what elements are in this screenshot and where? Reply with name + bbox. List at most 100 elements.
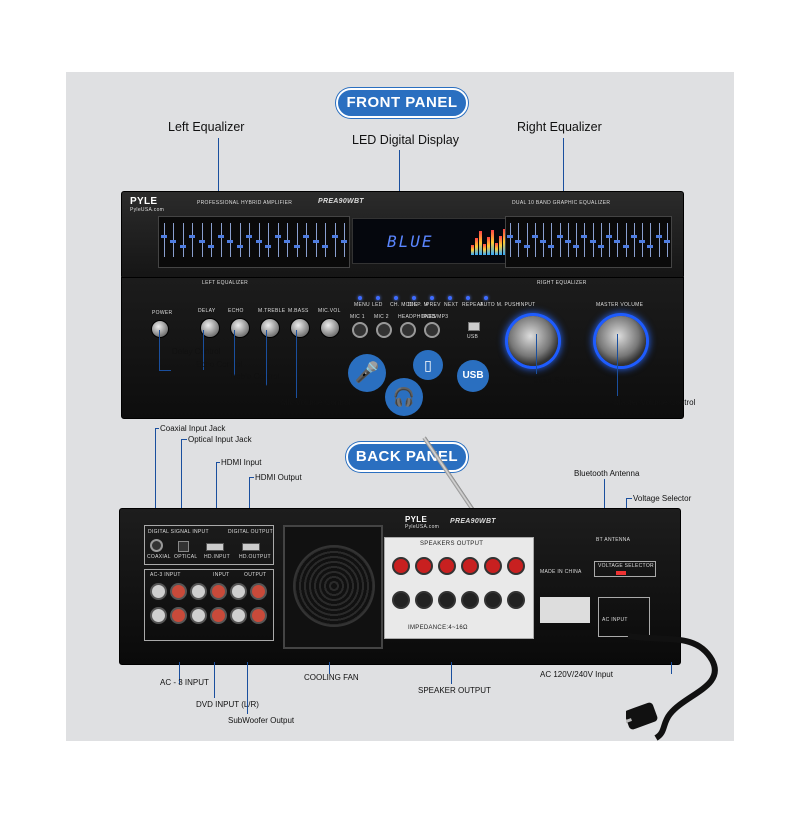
rca-jack[interactable] <box>190 607 207 624</box>
knob-label: M.BASS <box>288 308 309 314</box>
leader-line <box>181 439 187 440</box>
eq-slider-handle[interactable] <box>523 245 530 248</box>
speaker-binding-post[interactable] <box>415 591 433 609</box>
power-button[interactable] <box>151 320 169 338</box>
front-input-jack[interactable] <box>424 322 440 338</box>
rca-jack[interactable] <box>170 583 187 600</box>
eq-slider-handle[interactable] <box>589 240 596 243</box>
function-led-button[interactable] <box>448 296 452 300</box>
effect-knob[interactable] <box>320 318 340 338</box>
eq-slider-handle[interactable] <box>507 235 514 238</box>
eq-slider-handle[interactable] <box>293 245 300 248</box>
eq-slider-handle[interactable] <box>198 240 205 243</box>
speaker-binding-post[interactable] <box>461 557 479 575</box>
function-led-button[interactable] <box>412 296 416 300</box>
function-led-button[interactable] <box>484 296 488 300</box>
coaxial-jack[interactable] <box>150 539 163 552</box>
rca-jack[interactable] <box>190 583 207 600</box>
eq-slider-handle[interactable] <box>217 235 224 238</box>
rca-jack[interactable] <box>250 583 267 600</box>
function-led-button[interactable] <box>394 296 398 300</box>
front-input-jack[interactable] <box>352 322 368 338</box>
front-input-jack[interactable] <box>376 322 392 338</box>
eq-slider-handle[interactable] <box>573 245 580 248</box>
rca-jack[interactable] <box>230 607 247 624</box>
front-input-jack[interactable] <box>400 322 416 338</box>
eq-slider-handle[interactable] <box>548 245 555 248</box>
speaker-binding-post[interactable] <box>461 591 479 609</box>
eq-slider-handle[interactable] <box>597 245 604 248</box>
eq-slider-handle[interactable] <box>179 245 186 248</box>
eq-slider-handle[interactable] <box>531 235 538 238</box>
effect-knob[interactable] <box>200 318 220 338</box>
input-selector-knob[interactable] <box>508 316 558 366</box>
rca-jack[interactable] <box>170 607 187 624</box>
jack-label: MIC 1 <box>350 314 365 320</box>
eq-slider-handle[interactable] <box>655 235 662 238</box>
eq-slider-handle[interactable] <box>274 235 281 238</box>
optical-jack[interactable] <box>178 541 189 552</box>
master-volume-knob[interactable] <box>596 316 646 366</box>
hdmi-input-port[interactable] <box>206 543 224 551</box>
voltage-switch[interactable] <box>616 571 626 575</box>
eq-slider-handle[interactable] <box>189 235 196 238</box>
eq-slider-handle[interactable] <box>303 235 310 238</box>
rca-jack[interactable] <box>150 607 167 624</box>
eq-slider-handle[interactable] <box>581 235 588 238</box>
effect-knob[interactable] <box>230 318 250 338</box>
eq-slider-handle[interactable] <box>227 240 234 243</box>
ac3-input-label: AC-3 INPUT <box>150 572 181 578</box>
eq-slider-handle[interactable] <box>255 240 262 243</box>
function-led-button[interactable] <box>376 296 380 300</box>
eq-slider-handle[interactable] <box>614 240 621 243</box>
eq-slider-handle[interactable] <box>284 240 291 243</box>
rca-jack[interactable] <box>250 607 267 624</box>
eq-slider-track <box>163 223 165 257</box>
eq-slider-handle[interactable] <box>331 235 338 238</box>
function-led-button[interactable] <box>430 296 434 300</box>
ac-input-socket[interactable] <box>598 597 650 637</box>
rca-jack[interactable] <box>230 583 247 600</box>
eq-slider-handle[interactable] <box>246 235 253 238</box>
eq-slider-handle[interactable] <box>630 235 637 238</box>
speaker-binding-post[interactable] <box>438 557 456 575</box>
eq-slider-handle[interactable] <box>556 235 563 238</box>
rca-jack[interactable] <box>150 583 167 600</box>
eq-slider-handle[interactable] <box>540 240 547 243</box>
speaker-binding-post[interactable] <box>484 557 502 575</box>
speaker-binding-post[interactable] <box>438 591 456 609</box>
speaker-binding-post[interactable] <box>507 557 525 575</box>
eq-slider-handle[interactable] <box>606 235 613 238</box>
usb-drive-icon: USB <box>457 360 489 392</box>
speaker-binding-post[interactable] <box>392 591 410 609</box>
rca-jack[interactable] <box>210 583 227 600</box>
eq-slider-handle[interactable] <box>170 240 177 243</box>
eq-slider-handle[interactable] <box>265 245 272 248</box>
speaker-binding-post[interactable] <box>392 557 410 575</box>
speaker-binding-post[interactable] <box>507 591 525 609</box>
eq-slider-handle[interactable] <box>564 240 571 243</box>
function-button-label: CH. MODE <box>390 302 418 308</box>
speaker-binding-post[interactable] <box>415 557 433 575</box>
eq-slider-handle[interactable] <box>208 245 215 248</box>
eq-slider-handle[interactable] <box>639 240 646 243</box>
eq-slider-handle[interactable] <box>312 240 319 243</box>
eq-slider-handle[interactable] <box>236 245 243 248</box>
effect-knob[interactable] <box>290 318 310 338</box>
leader-line <box>626 498 632 499</box>
master-knob-label: MASTER VOLUME <box>596 302 644 308</box>
function-led-button[interactable] <box>358 296 362 300</box>
eq-slider-handle[interactable] <box>322 245 329 248</box>
eq-slider-handle[interactable] <box>341 240 348 243</box>
eq-slider-handle[interactable] <box>622 245 629 248</box>
hdmi-output-port[interactable] <box>242 543 260 551</box>
eq-slider-handle[interactable] <box>647 245 654 248</box>
usb-port[interactable] <box>468 322 480 331</box>
eq-slider-handle[interactable] <box>515 240 522 243</box>
eq-slider-handle[interactable] <box>663 240 670 243</box>
rca-jack[interactable] <box>210 607 227 624</box>
function-led-button[interactable] <box>466 296 470 300</box>
effect-knob[interactable] <box>260 318 280 338</box>
speaker-binding-post[interactable] <box>484 591 502 609</box>
eq-slider-handle[interactable] <box>160 235 167 238</box>
